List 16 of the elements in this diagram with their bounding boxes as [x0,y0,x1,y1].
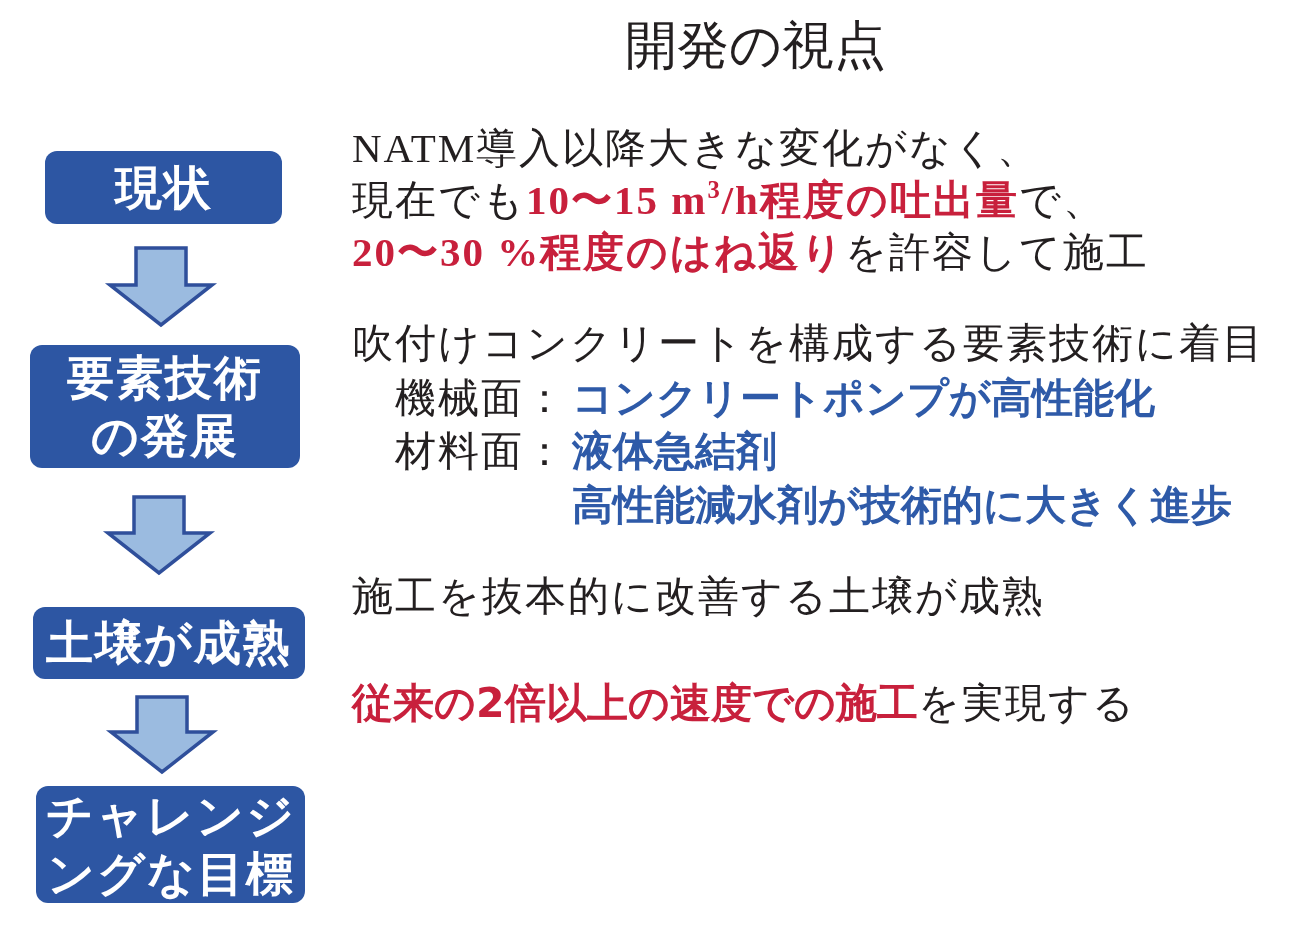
conclusion-text: 従来の2倍以上の速度での施工を実現する [352,678,1136,729]
process-box: チャレンジングな目標 [36,786,305,903]
process-box: 土壌が成熟 [33,607,305,679]
block-arrow [105,695,219,775]
text-line: 吹付けコンクリートを構成する要素技術に着目 [352,319,1265,368]
block-arrow [102,495,216,576]
category-label: 材料面： [395,427,567,476]
process-box: 現状 [45,151,282,224]
text-line: 施工を抜本的に改善する土壌が成熟 [352,572,1045,621]
item-text: 液体急結剤 [572,426,777,477]
block-arrow [104,246,218,328]
item-text: 高性能減水剤が技術的に大きく進歩 [572,480,1232,531]
title: 開発の視点 [623,14,887,76]
category-label: 機械面： [395,374,567,423]
item-text: コンクリートポンプが高性能化 [572,373,1155,424]
process-box: 要素技術の発展 [30,345,300,468]
